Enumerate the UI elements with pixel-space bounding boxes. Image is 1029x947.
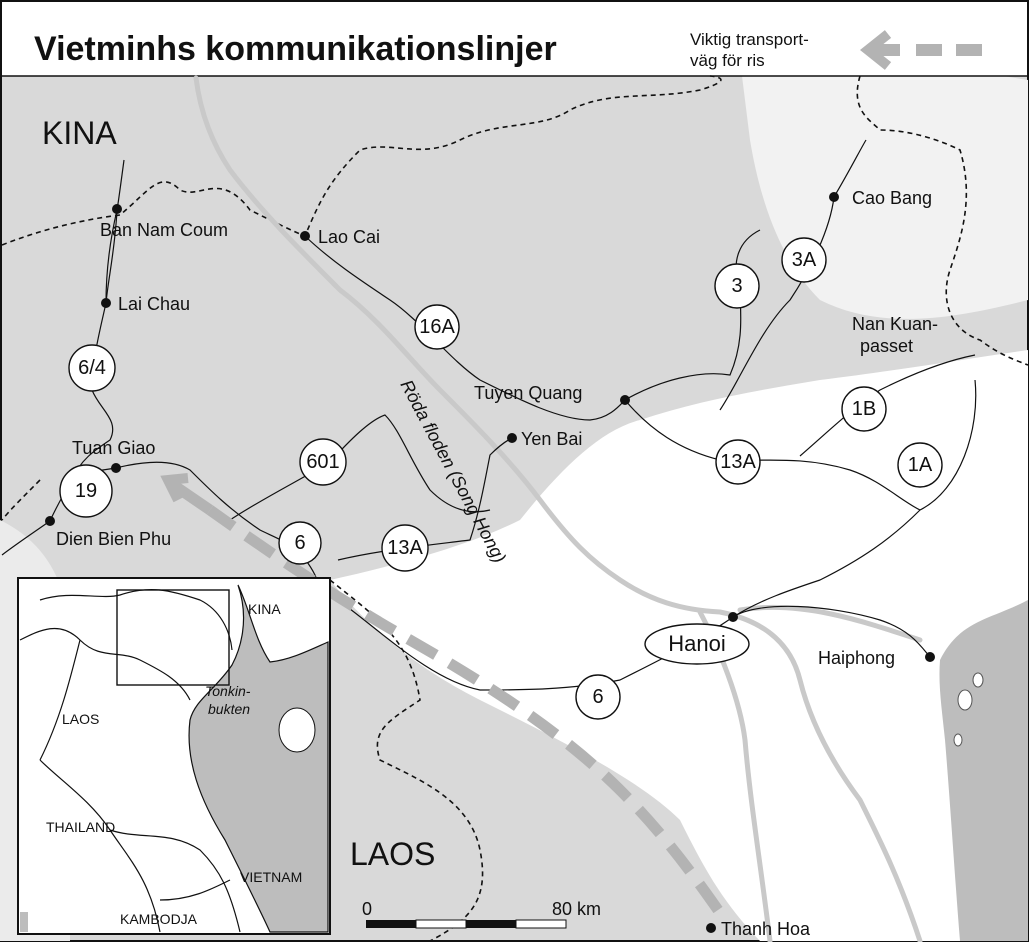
road-1a (732, 509, 921, 618)
city-dien-bien-phu: Dien Bien Phu (45, 516, 171, 549)
legend-line-1: Viktig transport- (690, 30, 809, 49)
inset-label-china: KINA (248, 601, 281, 617)
laos-border (329, 579, 484, 942)
rice-transport-route (160, 473, 723, 914)
pass-label-line-2: passet (860, 336, 913, 356)
red-river (193, 75, 923, 944)
inset-gulf (188, 584, 329, 933)
city-tuan-giao: Tuan Giao (72, 438, 155, 473)
svg-text:13A: 13A (387, 537, 423, 559)
scale-bar: 0 80 km (362, 899, 601, 929)
svg-text:601: 601 (306, 451, 339, 473)
road-to-border (833, 139, 867, 198)
svg-text:1B: 1B (852, 398, 876, 420)
road-hanoi-haiphong (732, 605, 931, 658)
inset-label-gulf-2: bukten (208, 701, 250, 717)
road-601 (229, 414, 491, 521)
inset-sea-west (20, 912, 28, 932)
country-label-china: KINA (42, 115, 117, 151)
map-title: Vietminhs kommunikationslinjer (34, 30, 557, 68)
svg-text:1A: 1A (908, 454, 933, 476)
road-segment (105, 209, 118, 304)
svg-text:19: 19 (75, 480, 97, 502)
city-lao-cai: Lao Cai (300, 227, 380, 247)
svg-text:3: 3 (731, 275, 742, 297)
road-badge-13a-south: 13A (381, 524, 429, 572)
road-6-4-19 (1, 159, 125, 556)
legend-arrow-symbol (859, 30, 982, 70)
svg-text:6/4: 6/4 (78, 357, 106, 379)
svg-text:3A: 3A (792, 249, 817, 271)
inset-extent-box (116, 589, 230, 686)
road-badge-1b: 1B (841, 386, 887, 432)
road-badge-1a: 1A (897, 442, 943, 488)
svg-text:6: 6 (294, 532, 305, 554)
city-label: Hanoi (668, 631, 725, 656)
china-border-east (856, 75, 1029, 366)
inset-label-gulf-1: Tonkin- (205, 683, 251, 699)
inset-label-thailand: THAILAND (46, 819, 115, 835)
road-badge-16a: 16A (414, 304, 460, 350)
city-tuyen-quang: Tuyen Quang (474, 383, 630, 405)
scale-end: 80 km (552, 899, 601, 919)
road-badge-3: 3 (714, 263, 760, 309)
road-13a-east (624, 379, 977, 511)
city-yen-bai: Yen Bai (507, 429, 582, 449)
road-3 (624, 229, 761, 401)
city-label: Cao Bang (852, 188, 932, 208)
inset-locator-map: KINA LAOS Tonkin- bukten THAILAND VIETNA… (17, 577, 331, 935)
road-3a (719, 196, 835, 411)
city-label: Thanh Hoa (721, 919, 811, 939)
city-label: Tuan Giao (72, 438, 155, 458)
city-label: Haiphong (818, 648, 895, 668)
city-lai-chau: Lai Chau (101, 294, 190, 314)
island (953, 733, 963, 747)
city-label: Tuyen Quang (474, 383, 582, 403)
road-badge-6-west: 6 (278, 521, 322, 565)
city-thanh-hoa: Thanh Hoa (706, 919, 811, 939)
title-band (2, 2, 1027, 76)
city-haiphong: Haiphong (818, 648, 935, 668)
inset-label-cambodia: KAMBODJA (120, 911, 198, 927)
city-cao-bang: Cao Bang (829, 188, 932, 208)
inset-label-laos: LAOS (62, 711, 99, 727)
city-label: Lai Chau (118, 294, 190, 314)
road-16a (304, 235, 626, 421)
city-label: Yen Bai (521, 429, 582, 449)
gulf-of-tonkin (939, 600, 1028, 941)
city-ban-nam-coum: Ban Nam Coum (100, 204, 228, 240)
island (972, 672, 984, 688)
inset-borders (19, 627, 241, 933)
inset-hainan (278, 707, 316, 753)
road-badge-19: 19 (59, 464, 113, 518)
road-badge-6-4: 6/4 (68, 344, 116, 392)
city-hanoi: Hanoi (644, 612, 750, 665)
legend-line-2: väg för ris (690, 51, 765, 70)
city-label: Ban Nam Coum (100, 220, 228, 240)
road-badge-6-south: 6 (575, 674, 621, 720)
city-label: Lao Cai (318, 227, 380, 247)
city-label: Dien Bien Phu (56, 529, 171, 549)
scale-start: 0 (362, 899, 372, 919)
road-badge-3a: 3A (781, 237, 827, 283)
pass-label-line-1: Nan Kuan- (852, 314, 938, 334)
svg-text:6: 6 (592, 686, 603, 708)
road-badge-13a-east: 13A (715, 439, 761, 485)
inset-label-vietnam: VIETNAM (240, 869, 302, 885)
country-label-laos: LAOS (350, 836, 435, 872)
svg-text:16A: 16A (419, 316, 455, 338)
road-badge-601: 601 (299, 438, 347, 486)
road-1b (799, 354, 976, 457)
island (957, 689, 973, 711)
svg-text:13A: 13A (720, 451, 756, 473)
